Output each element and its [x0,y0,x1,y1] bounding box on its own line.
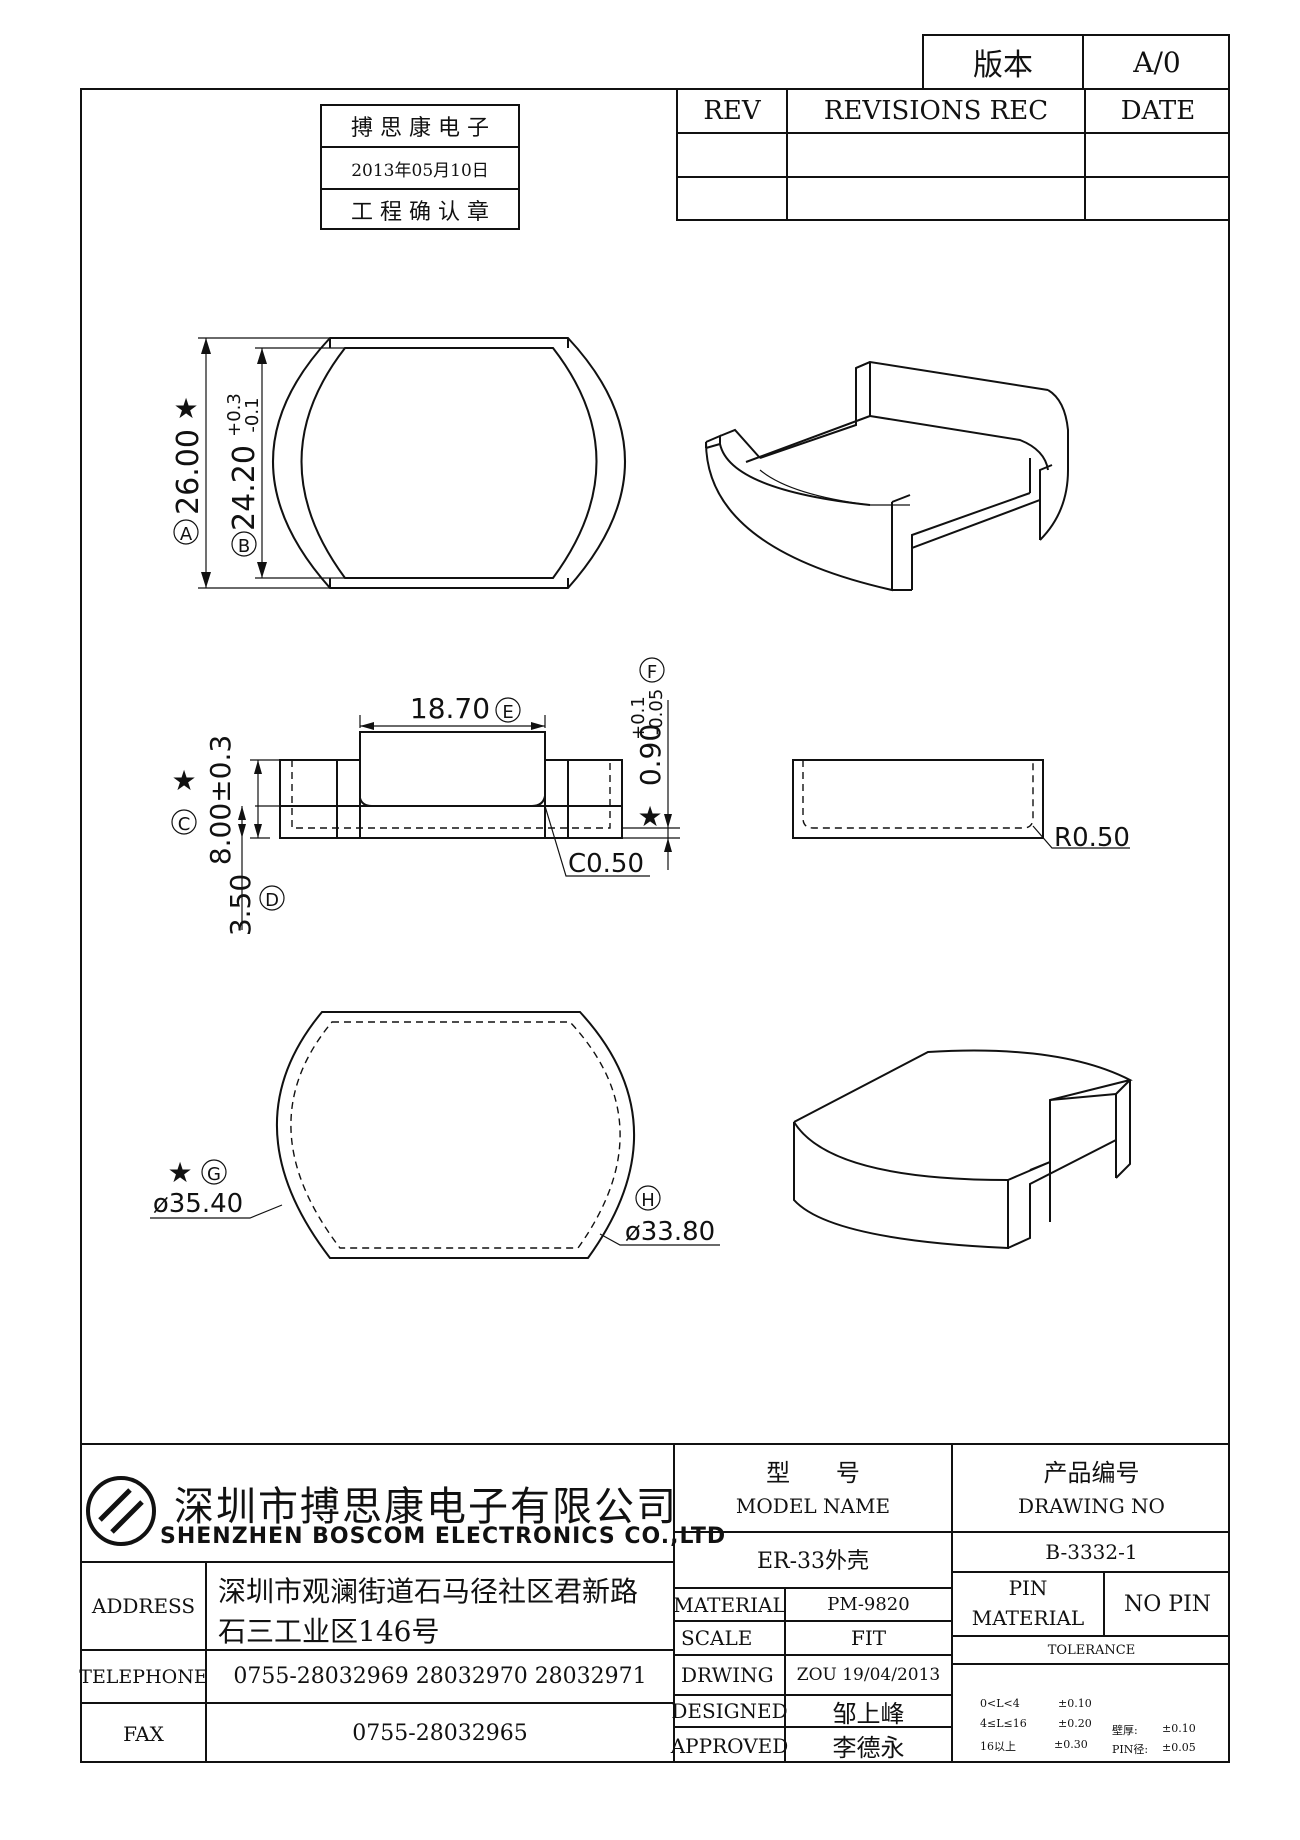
telephone-value: 0755-28032969 28032970 28032971 [233,1664,647,1689]
dim-e-mark: E [502,702,513,723]
pin-material-label: MATERIAL [971,1606,1085,1630]
engineering-stamp [320,104,520,230]
dim-b-mark: B [238,536,250,557]
iso-view-closed [793,1049,1133,1250]
pin-dia-label: PIN径: [1112,1743,1149,1756]
company-name-cn: 深圳市搏思康电子有限公司 [174,1484,678,1530]
dim-h-mark: H [641,1190,655,1211]
dim-a-star: ★ [173,392,198,425]
designed-value: 邹上峰 [832,1699,905,1728]
material-value: PM-9820 [827,1594,910,1615]
drwing-value: ZOU 19/04/2013 [796,1665,941,1685]
address-label: ADDRESS [91,1594,196,1618]
dim-e-value: 18.70 [410,692,490,725]
front-view [792,759,1130,849]
dim-d-mark: D [265,890,279,911]
bottom-view [150,1011,720,1259]
dim-c-star: ★ [171,764,196,797]
tol-range-3: 16以上 [980,1740,1016,1753]
drawing-no-cn: 产品编号 [1043,1458,1140,1487]
drawing-no-en: DRAWING NO [1018,1494,1165,1518]
telephone-label: TELEPHONE [79,1665,208,1688]
dim-a-value: 26.00 [171,429,206,515]
tol-range-1: 0<L<4 [980,1697,1020,1710]
dim-b-tol-plus: +0.3 [224,393,245,437]
revisions-table [676,88,1230,221]
dim-f-value: 0.90 [634,724,667,786]
technical-drawing: 26.00 A ★ 24.20 +0.3 -0.1 B [150,337,1133,1259]
company-name-en: SHENZHEN BOSCOM ELECTRONICS CO.,LTD [160,1524,727,1549]
approved-value: 李德永 [832,1734,905,1762]
approved-label: APPROVED [670,1733,789,1758]
tol-value-1: ±0.10 [1058,1697,1092,1710]
dim-d-value: 3.50 [224,874,257,936]
drawing-border [80,88,1230,1763]
company-logo [86,1476,156,1546]
chamfer-label: C0.50 [568,849,644,879]
scale-label: SCALE [681,1626,753,1650]
version-value: A/0 [1133,45,1181,79]
top-view [198,337,626,589]
tol-range-2: 4≤L≤16 [980,1717,1027,1730]
stamp-confirm: 工 程 确 认 章 [351,200,489,225]
address-line2: 石三工业区146号 [218,1615,440,1648]
dim-c-mark: C [178,814,191,835]
tol-value-3: ±0.30 [1054,1738,1088,1751]
address-line1: 深圳市观澜街道石马径社区君新路 [218,1575,639,1608]
model-value: ER-33外壳 [756,1549,870,1574]
pin-value: NO PIN [1123,1591,1212,1617]
radius-label: R0.50 [1054,823,1130,853]
dim-f-tol-minus: -0.05 [646,689,667,736]
material-label: MATERIAL [673,1592,786,1617]
side-view [238,700,680,930]
revisions-rec-header: REVISIONS REC [823,96,1049,126]
wall-label: 壁厚: [1112,1724,1138,1737]
pin-label: PIN [1008,1576,1048,1600]
dim-g-value: ø35.40 [153,1189,243,1219]
fax-value: 0755-28032965 [352,1721,528,1746]
stamp-date: 2013年05月10日 [351,160,489,181]
drwing-label: DRWING [681,1663,774,1687]
drawing-no-value: B-3332-1 [1045,1540,1138,1564]
version-label: 版本 [973,48,1033,83]
tol-value-2: ±0.20 [1058,1717,1092,1730]
fax-label: FAX [123,1721,164,1746]
dim-g-star: ★ [167,1156,192,1189]
dim-f-mark: F [647,662,657,683]
dim-h-value: ø33.80 [625,1217,715,1247]
designed-label: DESIGNED [671,1699,788,1723]
dim-f-tol-plus: +0.1 [628,696,649,740]
scale-value: FIT [850,1626,887,1650]
dim-f-star: ★ [637,800,662,833]
dim-g-mark: G [207,1164,221,1185]
dim-b-tol-minus: -0.1 [242,397,263,432]
version-box [922,34,1230,90]
dim-c-value: 8.00±0.3 [204,735,237,865]
wall-value: ±0.10 [1162,1722,1196,1735]
pin-dia-value: ±0.05 [1162,1741,1196,1754]
dim-a-mark: A [180,524,193,545]
model-name-en: MODEL NAME [735,1494,891,1518]
rev-header: REV [703,96,761,126]
iso-view-open [705,360,1069,592]
model-name-cn: 型 号 [766,1458,860,1487]
dim-b-value: 24.20 [227,445,262,531]
date-header: DATE [1120,96,1196,126]
stamp-company: 搏 思 康 电 子 [351,116,489,141]
tolerance-label: TOLERANCE [1047,1642,1136,1658]
